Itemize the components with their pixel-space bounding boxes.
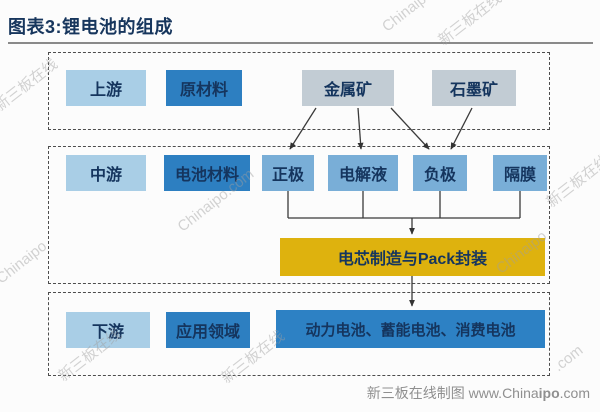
category-box-battery-materials: 电池材料 <box>164 155 250 191</box>
section-downstream <box>48 292 550 376</box>
watermark: Chinaipo <box>379 0 437 36</box>
node-electrolyte: 电解液 <box>328 155 398 191</box>
figure-title: 图表3:锂电池的组成 <box>8 17 174 37</box>
node-metal-ore: 金属矿 <box>302 70 394 106</box>
stage-box-upstream: 上游 <box>66 70 146 106</box>
credit-caption: 新三板在线制图 www.Chinaipo.com <box>367 383 590 403</box>
title-divider <box>8 42 593 44</box>
stage-box-downstream: 下游 <box>66 312 150 348</box>
node-cell-pack-assembly: 电芯制造与Pack封装 <box>280 238 545 276</box>
watermark: 新三板在线 <box>543 151 600 212</box>
node-graphite-ore: 石墨矿 <box>432 70 516 106</box>
credit-text: 新三板在线制图 <box>366 385 465 401</box>
node-anode: 负极 <box>413 155 467 191</box>
stage-box-midstream: 中游 <box>66 155 146 191</box>
watermark: Chinaipo <box>0 237 51 288</box>
category-box-raw-materials: 原材料 <box>166 70 242 106</box>
node-cathode: 正极 <box>262 155 314 191</box>
watermark: .com <box>550 341 587 376</box>
node-separator: 隔膜 <box>493 155 547 191</box>
credit-url-bold: ipo <box>538 385 560 401</box>
credit-url-prefix: www.China <box>464 385 539 401</box>
node-battery-types: 动力电池、蓄能电池、消费电池 <box>276 310 545 348</box>
credit-url-suffix: .com <box>559 385 590 401</box>
category-box-applications: 应用领域 <box>166 312 250 348</box>
